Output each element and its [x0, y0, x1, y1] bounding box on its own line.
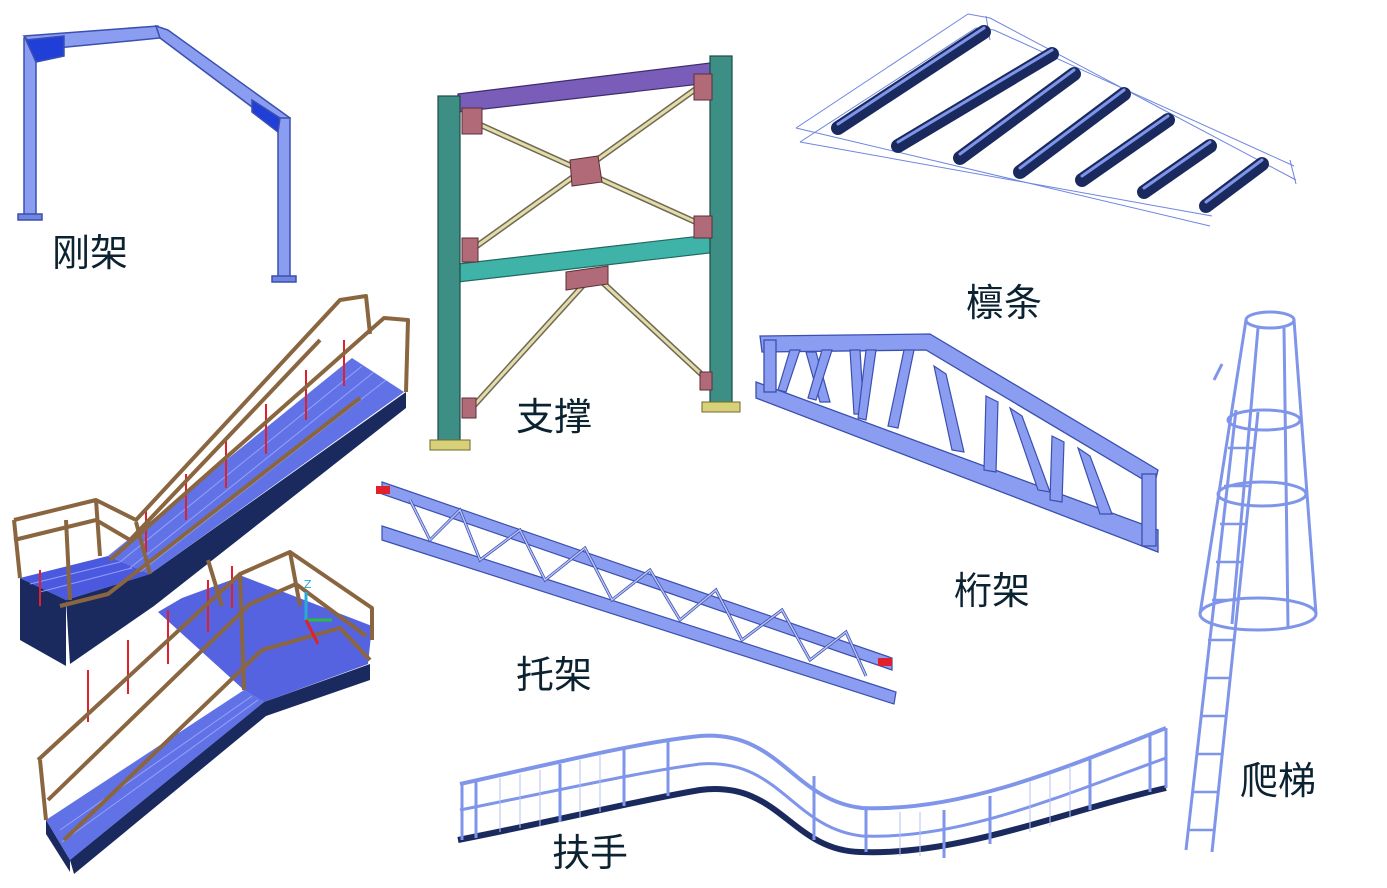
purlin-label: 檩条 — [966, 281, 1043, 325]
handrail-model — [457, 726, 1168, 858]
cage-ladder-model — [1184, 310, 1318, 853]
handrail-label: 扶手 — [552, 831, 629, 875]
rigid-frame-model — [17, 24, 297, 283]
ladder-label: 爬梯 — [1240, 759, 1317, 803]
rigid-frame-label: 刚架 — [52, 231, 129, 275]
axis-gizmo-icon: Z — [304, 578, 332, 645]
truss-label: 桁架 — [954, 569, 1031, 613]
bracing-model — [429, 55, 741, 451]
truss-model — [755, 333, 1159, 553]
bracket-label: 托架 — [516, 653, 593, 697]
svg-text:Z: Z — [304, 578, 312, 591]
bracing-label: 支撑 — [516, 395, 593, 439]
bracket-model — [376, 481, 897, 705]
purlin-model — [795, 13, 1297, 227]
stair-model: Z — [12, 294, 410, 874]
